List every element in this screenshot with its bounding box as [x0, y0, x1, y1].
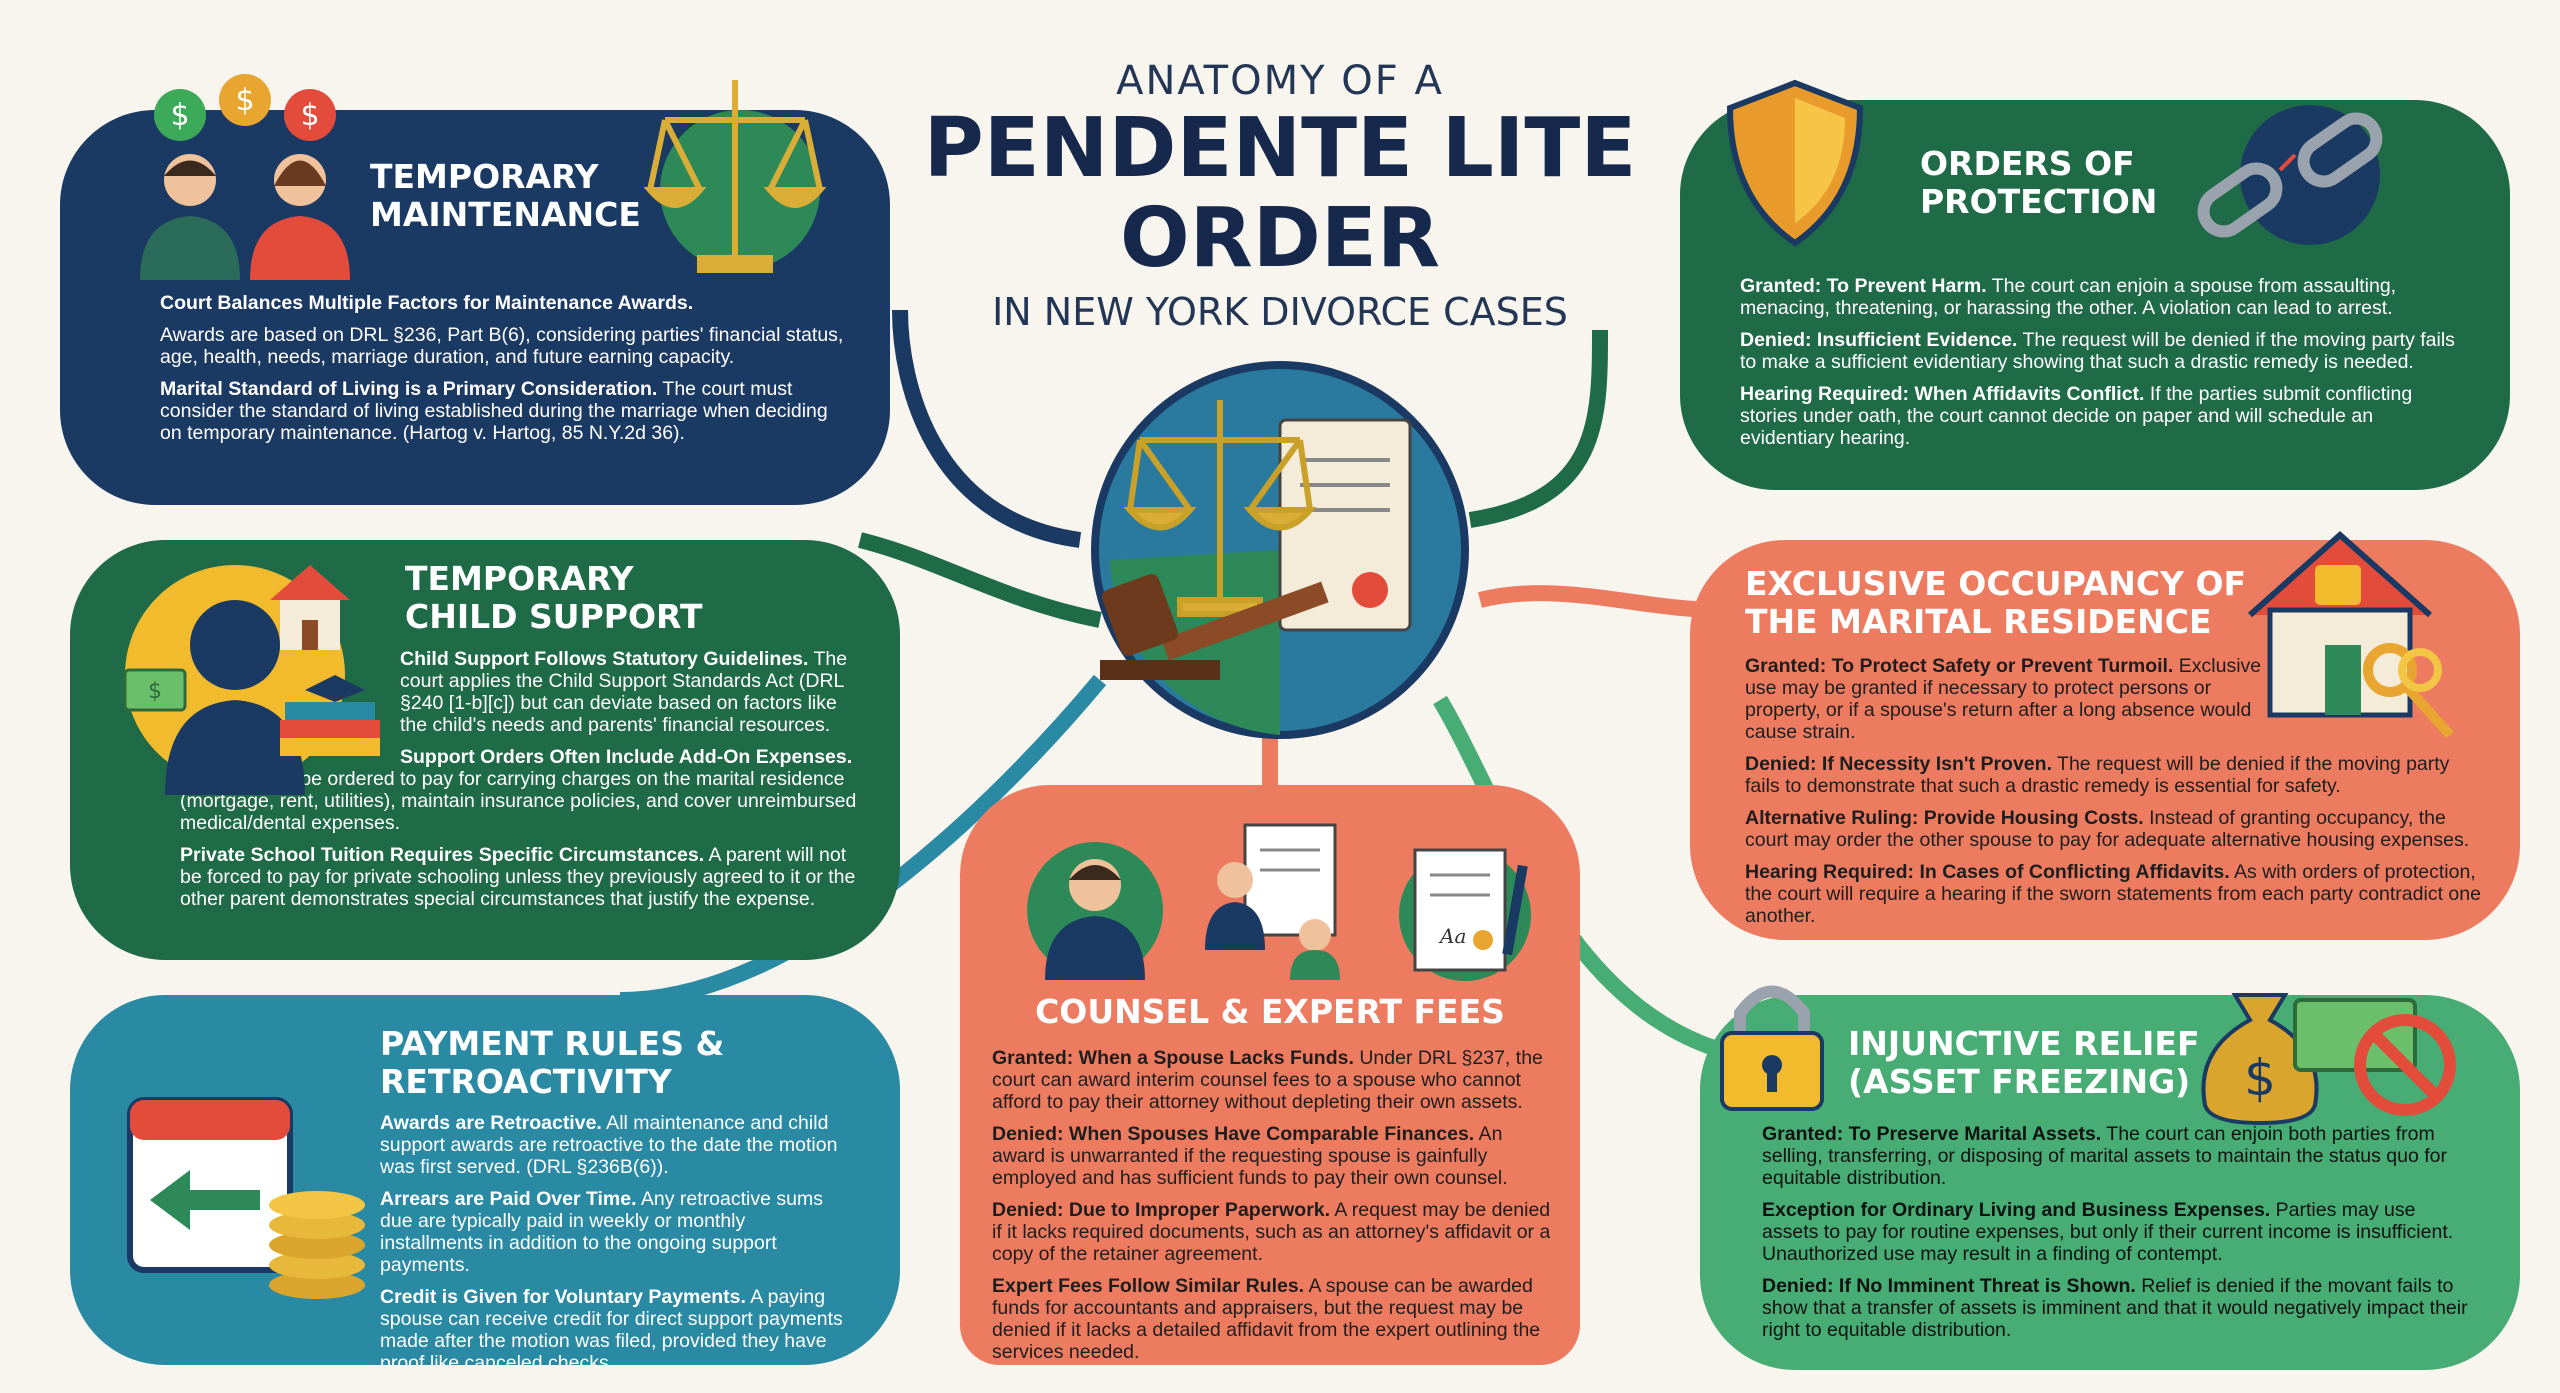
dollar-coins-icon: $ $ $	[154, 74, 336, 141]
protection-body: Granted: To Prevent Harm. The court can …	[1740, 275, 2455, 449]
svg-text:$: $	[235, 83, 254, 118]
panel-injunctive-relief: INJUNCTIVE RELIEF (ASSET FREEZING) Grant…	[1700, 995, 2520, 1370]
scales-icon	[1123, 400, 1317, 617]
page-title: ANATOMY OF A PENDENTE LITE ORDER IN NEW …	[900, 58, 1660, 334]
money-icon: $	[123, 668, 187, 712]
title-sub: IN NEW YORK DIVORCE CASES	[992, 290, 1568, 334]
presenter-icon	[1205, 823, 1340, 980]
lawyer-icon	[1027, 842, 1163, 980]
svg-text:$: $	[170, 98, 189, 133]
couple-icon	[140, 154, 350, 280]
no-sign-icon	[2293, 998, 2456, 1116]
payment-body: Awards are Retroactive. All maintenance …	[380, 1112, 843, 1365]
counsel-body: Granted: When a Spouse Lacks Funds. Unde…	[992, 1047, 1551, 1363]
occupancy-body: Granted: To Protect Safety or Prevent Tu…	[1745, 655, 2481, 927]
child-support-heading: TEMPORARY CHILD SUPPORT	[405, 559, 703, 636]
padlock-icon	[2315, 565, 2361, 605]
padlock-icon	[1720, 985, 1824, 1111]
center-hub-illustration	[1091, 361, 1469, 739]
svg-text:$: $	[300, 98, 319, 133]
title-main-line2: ORDER	[1119, 191, 1441, 286]
house-icon	[270, 565, 350, 650]
counsel-heading: COUNSEL & EXPERT FEES	[1035, 992, 1505, 1031]
svg-text:$: $	[148, 679, 162, 704]
document-icon: Aa	[1399, 848, 1531, 981]
money-bag-icon: $	[2201, 993, 2319, 1125]
broken-chain-icon	[2197, 105, 2383, 245]
title-main-line1: PENDENTE LITE	[923, 101, 1637, 196]
books-icon	[280, 675, 380, 756]
arrow-left-icon	[150, 1170, 260, 1230]
child-support-body: Child Support Follows Statutory Guidelin…	[180, 648, 857, 910]
keys-icon	[2363, 643, 2454, 739]
injunctive-body: Granted: To Preserve Marital Assets. The…	[1762, 1123, 2468, 1341]
svg-text:$: $	[2244, 1049, 2276, 1107]
maintenance-body: Court Balances Multiple Factors for Main…	[160, 292, 844, 444]
coin-stack-icon	[269, 1191, 365, 1299]
injunctive-heading: INJUNCTIVE RELIEF (ASSET FREEZING)	[1848, 1024, 2200, 1101]
scales-icon	[643, 80, 827, 273]
payment-heading: PAYMENT RULES & RETROACTIVITY	[380, 1024, 725, 1101]
house-icon	[2248, 530, 2432, 718]
title-pre: ANATOMY OF A	[1116, 58, 1444, 104]
protection-heading: ORDERS OF PROTECTION	[1920, 144, 2158, 221]
shield-icon	[1726, 79, 1864, 247]
calendar-icon	[127, 1097, 293, 1273]
svg-text:Aa: Aa	[1438, 924, 1466, 948]
occupancy-heading: EXCLUSIVE OCCUPANCY OF THE MARITAL RESID…	[1745, 564, 2247, 641]
maintenance-heading: TEMPORARY MAINTENANCE	[370, 157, 641, 234]
gavel-icon	[1100, 574, 1329, 680]
